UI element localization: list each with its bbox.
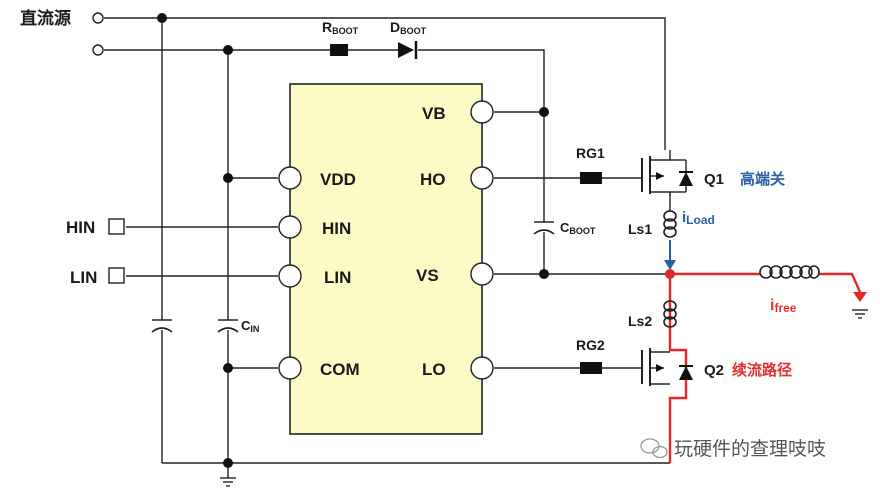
dc-source-label: 直流源 [20,8,71,28]
pin-vs [470,262,494,286]
ext-lin-label: LIN [70,268,97,287]
load-current-arrow [664,240,676,270]
dc-terminal-top [92,12,104,24]
dboot-diode [398,41,418,59]
pin-vdd [278,166,302,190]
ls1-inductor [663,210,677,238]
driver-ic-body [289,83,483,435]
load-ground-icon [852,309,868,319]
rg1-label: RG1 [576,145,605,161]
pin-lo [470,356,494,380]
ic-label-lin: LIN [324,268,351,287]
dc-terminal-second [92,44,104,56]
rg2-resistor [580,362,602,374]
ic-label-vdd: VDD [320,170,356,189]
ic-label-ho: HO [420,170,446,189]
rboot-label: RBOOT [322,19,359,36]
ext-lin-terminal [108,267,125,284]
ic-pin-circles [278,100,494,380]
ic-label-hin: HIN [322,219,351,238]
rg1-resistor [580,172,602,184]
ic-label-vs: VS [416,266,439,285]
junction-dots [157,13,675,468]
ext-hin-terminal [108,218,125,235]
q2-desc: 续流路径 [732,361,792,379]
ic-label-lo: LO [422,360,446,379]
ic-label-vb: VB [422,104,446,123]
pin-hin [278,215,302,239]
rboot-resistor [330,44,348,56]
ls2-inductor [663,300,677,328]
bus-capacitor [151,319,173,333]
wechat-icon [640,438,668,459]
ls2-label: Ls2 [628,313,652,329]
cin-label: CIN [241,318,259,334]
cboot-label: CBOOT [560,220,596,236]
watermark-text: 玩硬件的查理吱吱 [674,438,826,460]
circuit-wires [104,17,671,487]
q1-desc: 高端关 [740,170,785,188]
cboot-capacitor [533,221,555,235]
pin-vb [470,100,494,124]
q1-label: Q1 [704,171,724,188]
q2-mosfet [641,348,693,386]
load-inductor [759,265,820,279]
pin-com [278,356,302,380]
ifree-label: ifree [770,297,797,315]
ext-hin-label: HIN [66,218,95,237]
pin-ho [470,166,494,190]
cin-capacitor [217,319,239,333]
pin-lin [278,264,302,288]
q2-label: Q2 [704,362,724,379]
rg2-label: RG2 [576,337,605,353]
q1-mosfet [641,150,693,196]
ls1-label: Ls1 [628,221,652,237]
ic-label-com: COM [320,360,360,379]
dboot-label: DBOOT [390,19,427,36]
iload-label: iLoad [682,209,715,227]
